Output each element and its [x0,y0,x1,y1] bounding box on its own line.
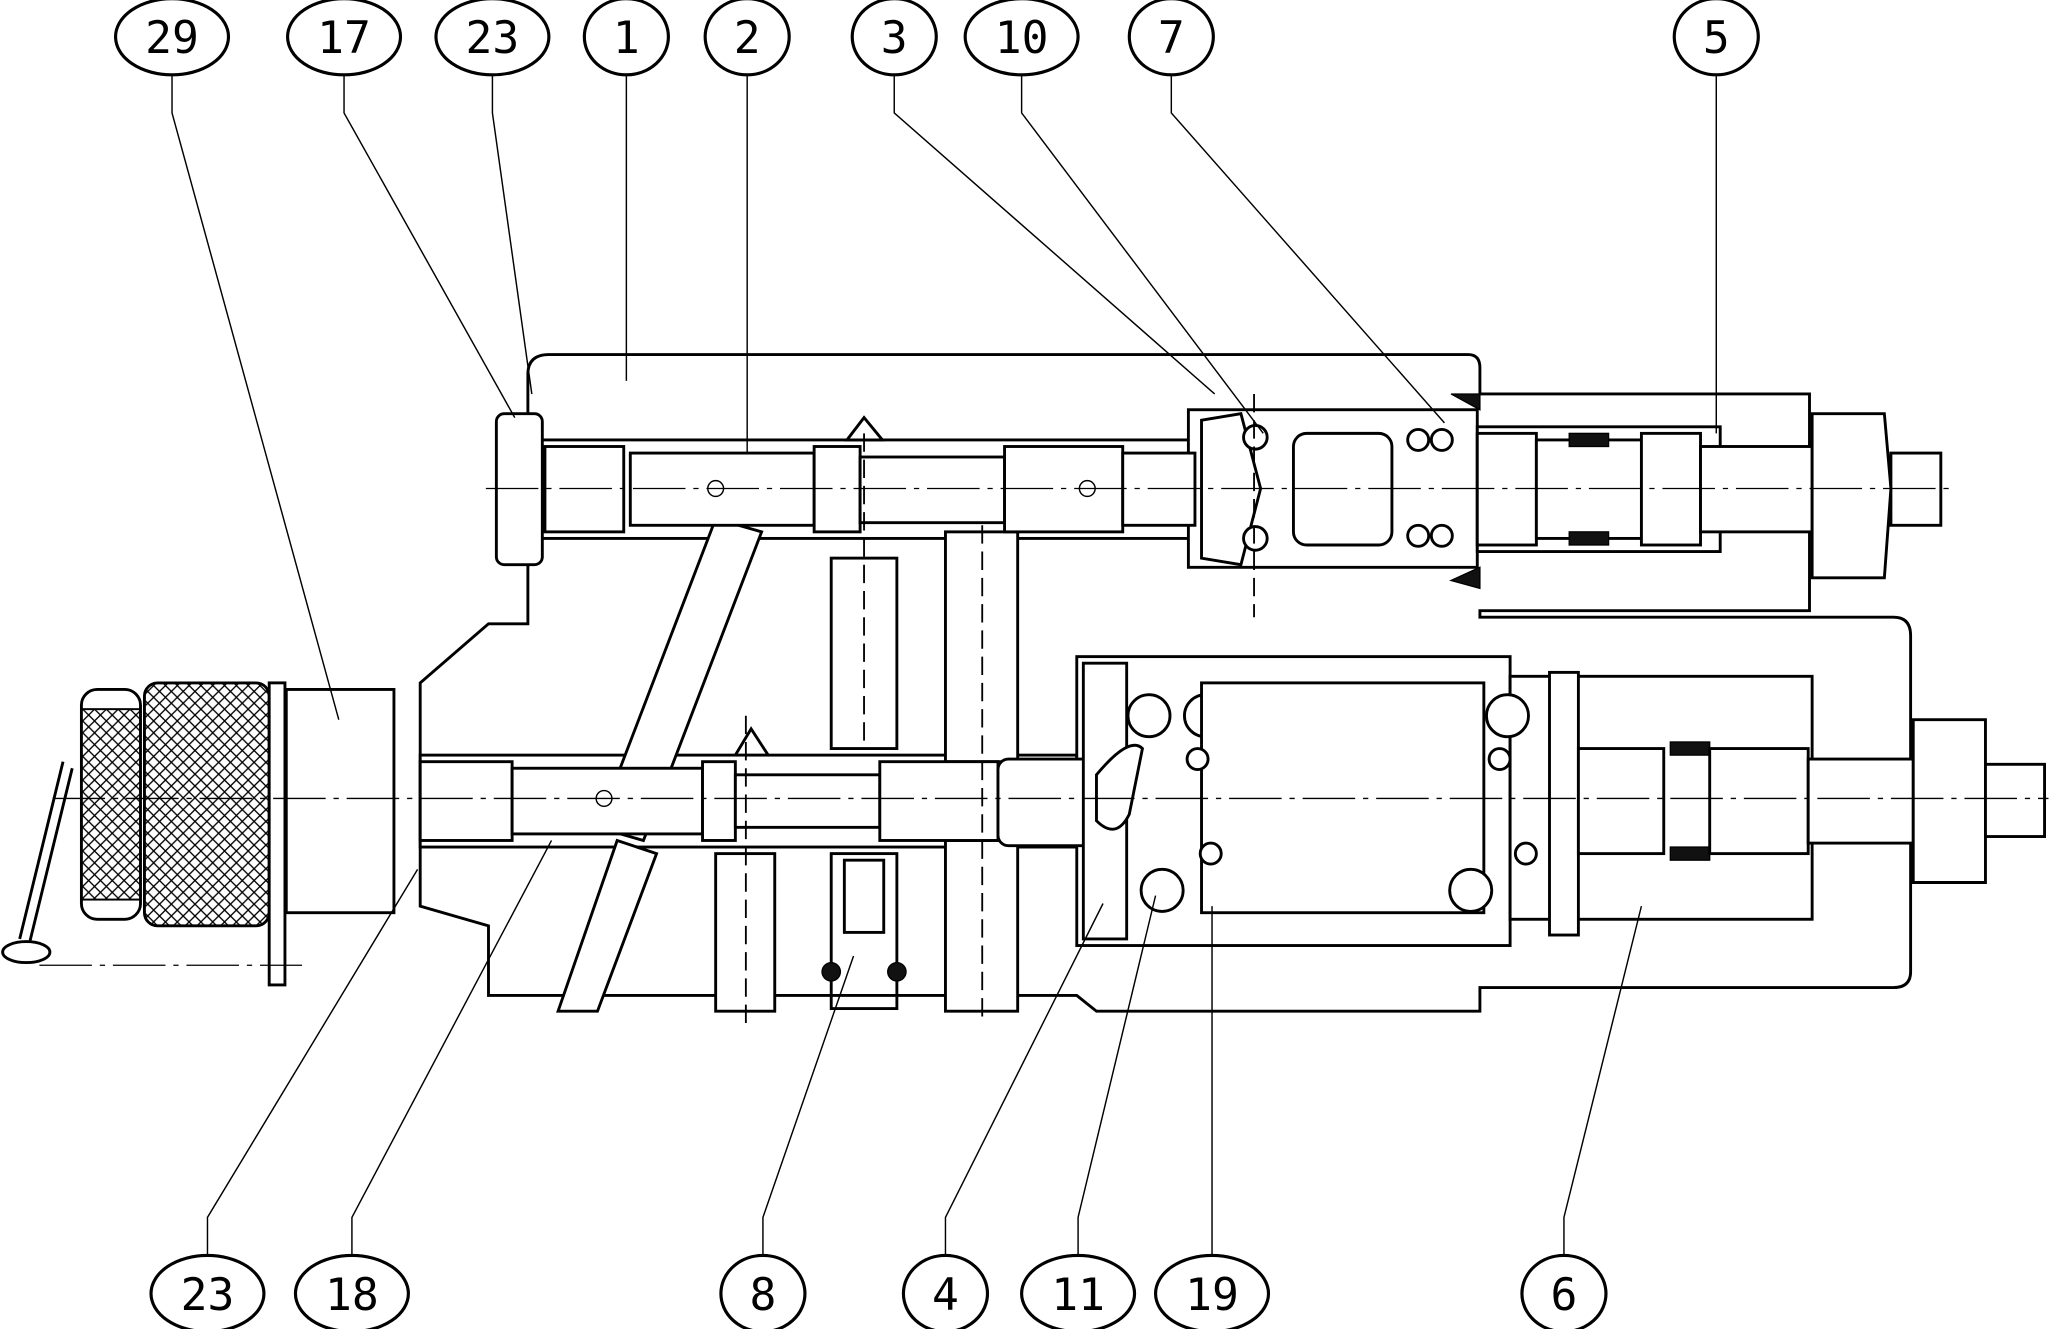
balloon-balloons_bottom-6: 6 [1520,1253,1608,1329]
balloon-balloons_top-6: 10 [963,0,1080,77]
leader-line [1077,895,1157,1255]
leader-line [893,76,1216,395]
leader-line [171,76,340,720]
part-number: 8 [749,1269,776,1321]
part-number: 23 [466,12,520,64]
balloon-outline [850,0,938,77]
balloon-balloons_top-2: 23 [434,0,551,77]
part-number: 23 [181,1269,235,1321]
leader-line [762,955,855,1255]
balloon-outline [1672,0,1760,77]
part-number: 10 [995,12,1049,64]
balloon-outline [1127,0,1215,77]
balloon-outline [1020,1253,1137,1329]
quick-coupling [1,681,396,987]
leader-lines [171,76,1717,1255]
balloon-balloons_bottom-4: 11 [1020,1253,1137,1329]
part-number: 4 [932,1269,959,1321]
balloon-outline [113,0,231,77]
balloon-outline [719,1253,807,1329]
balloon-outline [1520,1253,1608,1329]
part-number: 2 [734,12,761,64]
balloon-balloons_bottom-5: 19 [1154,1253,1271,1329]
part-number: 17 [317,12,371,64]
balloon-outline [582,0,670,77]
leader-line [351,840,553,1255]
balloon-balloons_top-0: 29 [113,0,231,77]
balloon-balloons_top-7: 7 [1127,0,1215,77]
part-number: 11 [1051,1269,1105,1321]
balloon-outline [901,1253,990,1329]
balloon-outline [434,0,551,77]
part-number: 6 [1551,1269,1578,1321]
leader-line [1020,76,1264,434]
part-number: 7 [1158,12,1185,64]
part-number: 3 [881,12,908,64]
leader-line [206,868,419,1255]
balloon-balloons_bottom-2: 8 [719,1253,807,1329]
leader-line [1170,76,1445,424]
balloon-outline [149,1253,266,1329]
balloon-balloons_bottom-0: 23 [149,1253,266,1329]
leader-line [944,903,1104,1255]
leader-line [1563,905,1643,1255]
leader-line [491,76,533,395]
balloon-balloons_bottom-3: 4 [901,1253,990,1329]
part-number: 19 [1185,1269,1239,1321]
part-number: 18 [325,1269,379,1321]
part-number: 1 [613,12,640,64]
balloon-balloons_top-4: 2 [703,0,791,77]
balloon-balloons_top-3: 1 [582,0,670,77]
balloon-balloons_top-8: 5 [1672,0,1760,77]
leader-line [343,76,516,418]
balloon-balloons_top-1: 17 [286,0,403,77]
balloon-balloons_top-5: 3 [850,0,938,77]
balloon-outline [963,0,1080,77]
part-number: 5 [1703,12,1730,64]
balloon-outline [286,0,403,77]
balloon-balloons_bottom-1: 18 [293,1253,410,1329]
part-number: 29 [145,12,199,64]
balloon-outline [1154,1253,1271,1329]
balloon-outline [703,0,791,77]
balloon-outline [293,1253,410,1329]
